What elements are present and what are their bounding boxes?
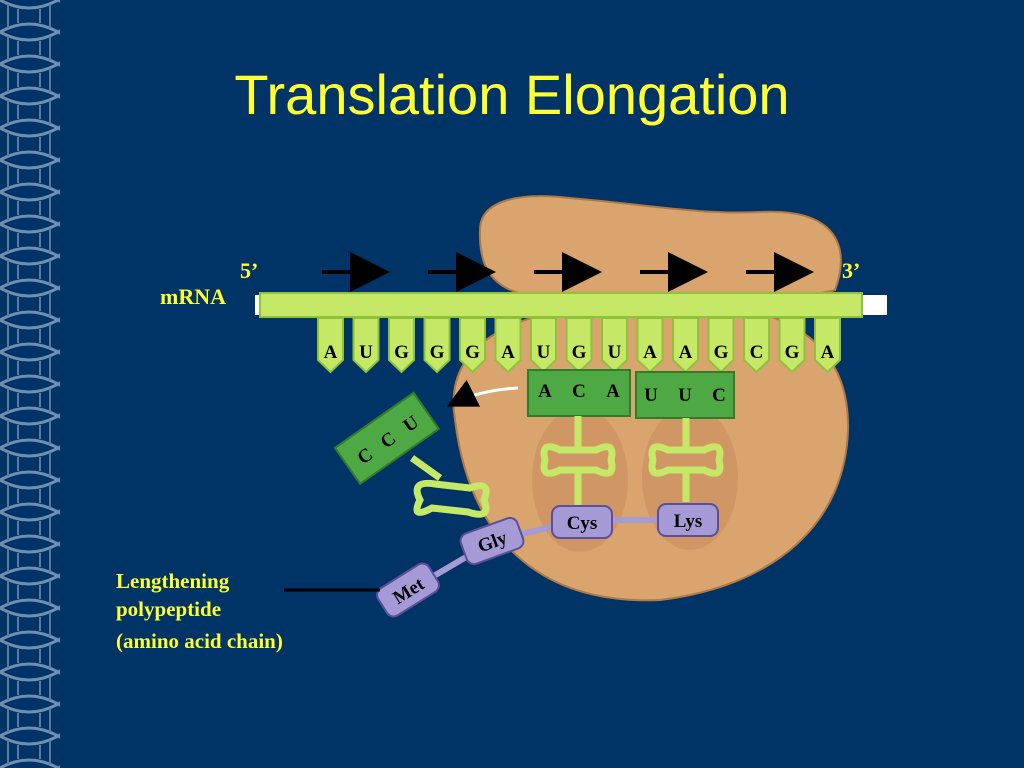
amino-acid-shape	[459, 516, 525, 566]
mrna-label: mRNA	[160, 284, 226, 309]
polypeptide-chain: Met Gly Cys Lys	[376, 503, 719, 618]
amino-acid-shape	[657, 503, 719, 537]
amino-acid: Lys	[657, 503, 719, 537]
amino-acid-label: Lys	[674, 511, 703, 532]
codon-base: U	[601, 317, 628, 374]
anticodon-letter: C	[572, 381, 586, 402]
codon-base-shape	[494, 317, 522, 374]
codon-base-letter: A	[821, 342, 835, 363]
trna-body	[540, 416, 616, 505]
anticodon-letter: A	[538, 381, 552, 402]
codon-base-shape	[317, 317, 344, 374]
codon-base: A	[672, 317, 699, 374]
trna-body	[648, 418, 724, 502]
slide-title: Translation Elongation	[234, 63, 790, 126]
anticodon-letter: U	[678, 385, 692, 406]
exit-arrow	[446, 379, 519, 407]
amino-acid: Gly	[459, 516, 525, 566]
codon-base-shape	[423, 317, 451, 374]
trna-anticodon-block	[635, 371, 735, 419]
codon-base: G	[423, 317, 451, 374]
codon-base-shape	[636, 317, 664, 374]
codon-base-letter: A	[324, 342, 338, 363]
codon-base: U	[530, 317, 557, 374]
codon-base-shape	[388, 317, 415, 374]
codon-base-shape	[707, 317, 735, 374]
polypeptide-label-line3: (amino acid chain)	[116, 629, 283, 653]
codon-base-letter: G	[394, 342, 409, 363]
codon-base-shape	[565, 317, 593, 374]
codon-base: G	[388, 317, 415, 374]
codon-base-shape	[601, 317, 628, 374]
codon-base: C	[743, 317, 770, 374]
codon-base-shape	[530, 317, 557, 374]
trna-exiting: CCU	[333, 379, 519, 518]
codon-base-shape	[814, 317, 841, 374]
codon-base-letter: U	[537, 342, 551, 363]
codon-base: U	[352, 317, 380, 374]
amino-acid-shape	[376, 562, 440, 618]
codon-base: A	[494, 317, 522, 374]
amino-acid: Met	[376, 562, 440, 618]
five-prime-label: 5’	[240, 258, 258, 283]
amino-acid-label: Cys	[567, 513, 598, 534]
codon-base-shape	[459, 317, 486, 374]
trna-anticodon-block	[527, 369, 631, 417]
dna-border-decoration	[0, 0, 60, 768]
codon-base-letter: G	[785, 342, 800, 363]
codon-base-letter: A	[679, 342, 693, 363]
codon-base-letter: A	[643, 342, 657, 363]
codon-base-letter: G	[430, 342, 445, 363]
anticodon-letter: C	[712, 385, 726, 406]
codon-base-shape	[352, 317, 380, 374]
codon-base: A	[317, 317, 344, 374]
codon-base-letter: C	[750, 342, 764, 363]
three-prime-label: 3’	[842, 258, 860, 283]
trna-anticodon-block	[333, 391, 441, 486]
codon-base-shape	[743, 317, 770, 374]
codon-base-letter: U	[359, 342, 373, 363]
codon-base: A	[636, 317, 664, 374]
codon-base: G	[707, 317, 735, 374]
amino-acid-shape	[551, 505, 613, 539]
codon-base-letter: G	[572, 342, 587, 363]
codon-base: G	[459, 317, 486, 374]
codon-base-shape	[672, 317, 699, 374]
ribosome-small-subunit	[478, 195, 842, 302]
codon-base: G	[778, 317, 806, 374]
mrna-strand	[259, 292, 863, 318]
amino-acid: Cys	[551, 505, 613, 539]
anticodon-letter: A	[606, 381, 620, 402]
codon-base-letter: G	[714, 342, 729, 363]
codon-base-letter: A	[501, 342, 515, 363]
polypeptide-label-line2: polypeptide	[116, 597, 221, 621]
codon-base-letter: G	[465, 342, 480, 363]
trna-body	[409, 455, 490, 518]
polypeptide-label-line1: Lengthening	[116, 569, 230, 593]
codon-base-letter: U	[608, 342, 622, 363]
codon-base: A	[814, 317, 841, 374]
anticodon-letter: U	[644, 385, 658, 406]
codon-base: G	[565, 317, 593, 374]
codon-base-shape	[778, 317, 806, 374]
